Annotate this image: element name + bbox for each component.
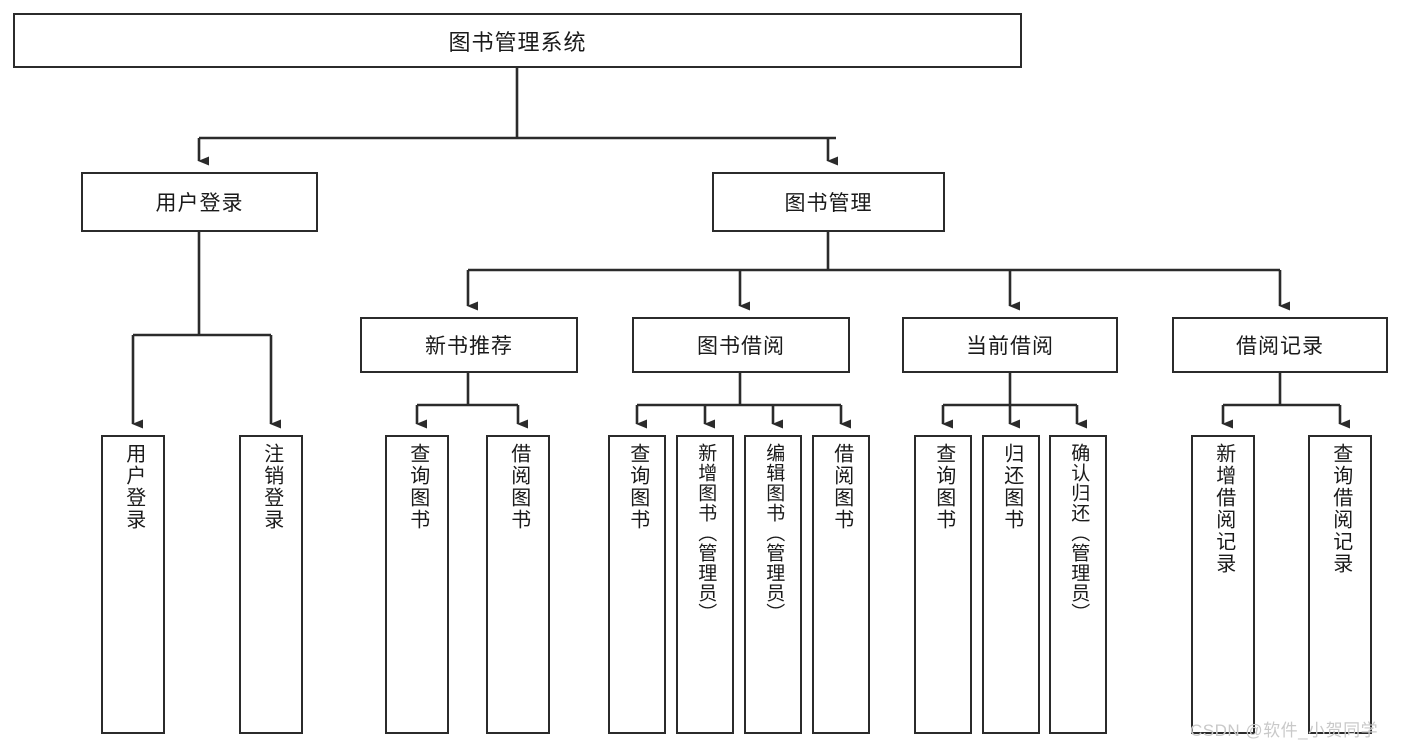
- leaf-label: 查询图书: [626, 443, 649, 531]
- leaf-label: 编辑图书（管理员）: [763, 443, 785, 623]
- leaf-query-book-current[interactable]: 查询图书: [914, 435, 972, 734]
- node-current-borrow[interactable]: 当前借阅: [902, 317, 1118, 373]
- leaf-edit-book-admin[interactable]: 编辑图书（管理员）: [744, 435, 802, 734]
- leaf-return-book[interactable]: 归还图书: [982, 435, 1040, 734]
- leaf-label: 用户登录: [122, 443, 145, 531]
- node-borrow-record[interactable]: 借阅记录: [1172, 317, 1388, 373]
- leaf-label: 新增借阅记录: [1212, 443, 1235, 575]
- node-label: 当前借阅: [966, 335, 1054, 358]
- leaf-user-login[interactable]: 用户登录: [101, 435, 165, 734]
- node-root-system[interactable]: 图书管理系统: [13, 13, 1022, 68]
- leaf-confirm-return-admin[interactable]: 确认归还（管理员）: [1049, 435, 1107, 734]
- leaf-query-book-recommend[interactable]: 查询图书: [385, 435, 449, 734]
- leaf-label: 注销登录: [260, 443, 283, 531]
- node-label: 新书推荐: [425, 335, 513, 358]
- leaf-label: 查询图书: [406, 443, 429, 531]
- leaf-label: 查询借阅记录: [1329, 443, 1352, 575]
- node-new-book-recommend[interactable]: 新书推荐: [360, 317, 578, 373]
- leaf-borrow-book-recommend[interactable]: 借阅图书: [486, 435, 550, 734]
- leaf-label: 查询图书: [932, 443, 955, 531]
- leaf-query-borrow-record[interactable]: 查询借阅记录: [1308, 435, 1372, 734]
- leaf-label: 借阅图书: [830, 443, 853, 531]
- node-label: 图书借阅: [697, 335, 785, 358]
- leaf-user-logout[interactable]: 注销登录: [239, 435, 303, 734]
- leaf-query-book-borrow[interactable]: 查询图书: [608, 435, 666, 734]
- leaf-add-book-admin[interactable]: 新增图书（管理员）: [676, 435, 734, 734]
- node-label: 图书管理系统: [448, 29, 587, 55]
- csdn-watermark: CSDN @软件_小贺同学: [1190, 721, 1379, 740]
- node-book-borrow[interactable]: 图书借阅: [632, 317, 850, 373]
- leaf-borrow-book[interactable]: 借阅图书: [812, 435, 870, 734]
- leaf-label: 新增图书（管理员）: [695, 443, 717, 623]
- node-label: 图书管理: [784, 192, 873, 215]
- leaf-label: 借阅图书: [507, 443, 530, 531]
- leaf-label: 归还图书: [1000, 443, 1023, 531]
- leaf-label: 确认归还（管理员）: [1068, 443, 1090, 623]
- node-user-login[interactable]: 用户登录: [81, 172, 318, 232]
- leaf-add-borrow-record[interactable]: 新增借阅记录: [1191, 435, 1255, 734]
- node-label: 用户登录: [155, 192, 244, 215]
- node-book-management[interactable]: 图书管理: [712, 172, 945, 232]
- node-label: 借阅记录: [1236, 335, 1324, 358]
